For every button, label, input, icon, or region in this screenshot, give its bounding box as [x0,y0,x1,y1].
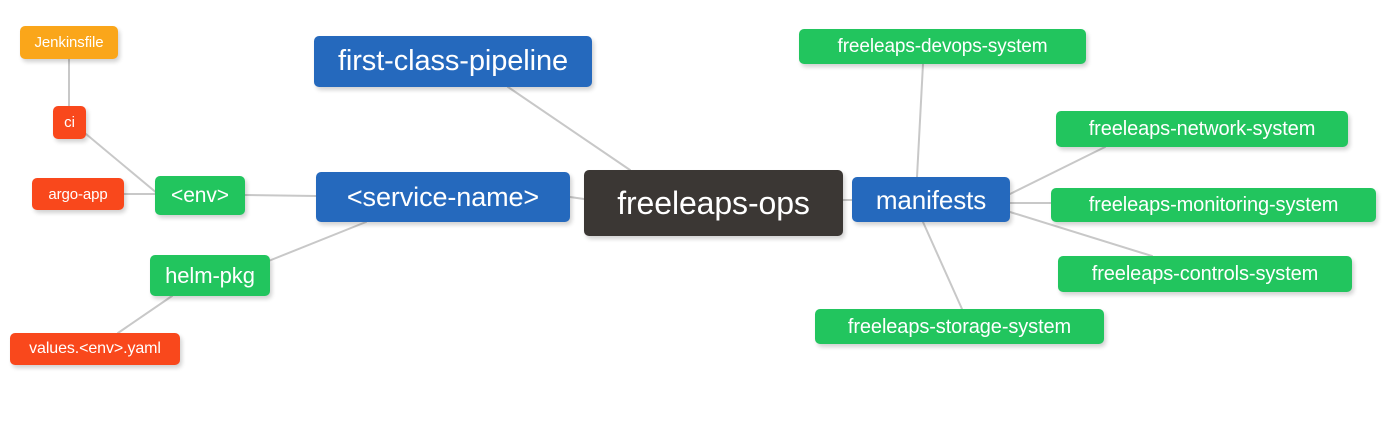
node-monitoring-system[interactable]: freeleaps-monitoring-system [1051,188,1376,222]
node-label-first-class-pipeline: first-class-pipeline [337,45,569,77]
node-manifests[interactable]: manifests [852,177,1010,222]
node-label-jenkinsfile: Jenkinsfile [34,34,104,51]
node-label-devops-system: freeleaps-devops-system [837,36,1048,57]
node-ci[interactable]: ci [53,106,86,139]
node-label-service-name: <service-name> [346,181,540,212]
edge-manifests-to-devops-system [916,63,924,178]
edge-manifests-to-storage-system [922,221,963,310]
edge-service-name-to-freeleaps-ops [569,196,585,200]
node-values-env-yaml[interactable]: values.<env>.yaml [10,333,180,365]
edge-service-name-to-helm-pkg [265,221,367,263]
node-label-network-system: freeleaps-network-system [1088,118,1316,140]
node-label-controls-system: freeleaps-controls-system [1091,263,1319,285]
edge-helm-pkg-to-values-env-yaml [117,295,173,334]
node-service-name[interactable]: <service-name> [316,172,570,222]
node-label-env: <env> [171,184,229,207]
node-label-monitoring-system: freeleaps-monitoring-system [1088,194,1339,216]
node-network-system[interactable]: freeleaps-network-system [1056,111,1348,147]
node-env[interactable]: <env> [155,176,245,215]
node-controls-system[interactable]: freeleaps-controls-system [1058,256,1352,292]
node-label-manifests: manifests [875,184,987,215]
node-label-storage-system: freeleaps-storage-system [847,315,1072,338]
node-argo-app[interactable]: argo-app [32,178,124,210]
edge-manifests-to-network-system [1009,146,1106,195]
edge-first-class-pipeline-to-freeleaps-ops [507,86,631,171]
node-jenkinsfile[interactable]: Jenkinsfile [20,26,118,59]
node-storage-system[interactable]: freeleaps-storage-system [815,309,1104,344]
node-helm-pkg[interactable]: helm-pkg [150,255,270,296]
node-label-argo-app: argo-app [48,185,108,203]
node-devops-system[interactable]: freeleaps-devops-system [799,29,1086,64]
node-label-values-env-yaml: values.<env>.yaml [29,340,161,357]
node-freeleaps-ops[interactable]: freeleaps-ops [584,170,843,236]
node-label-helm-pkg: helm-pkg [165,262,255,288]
node-label-freeleaps-ops: freeleaps-ops [617,185,810,221]
node-first-class-pipeline[interactable]: first-class-pipeline [314,36,592,87]
edge-env-to-service-name [244,194,317,197]
node-label-ci: ci [64,114,75,131]
